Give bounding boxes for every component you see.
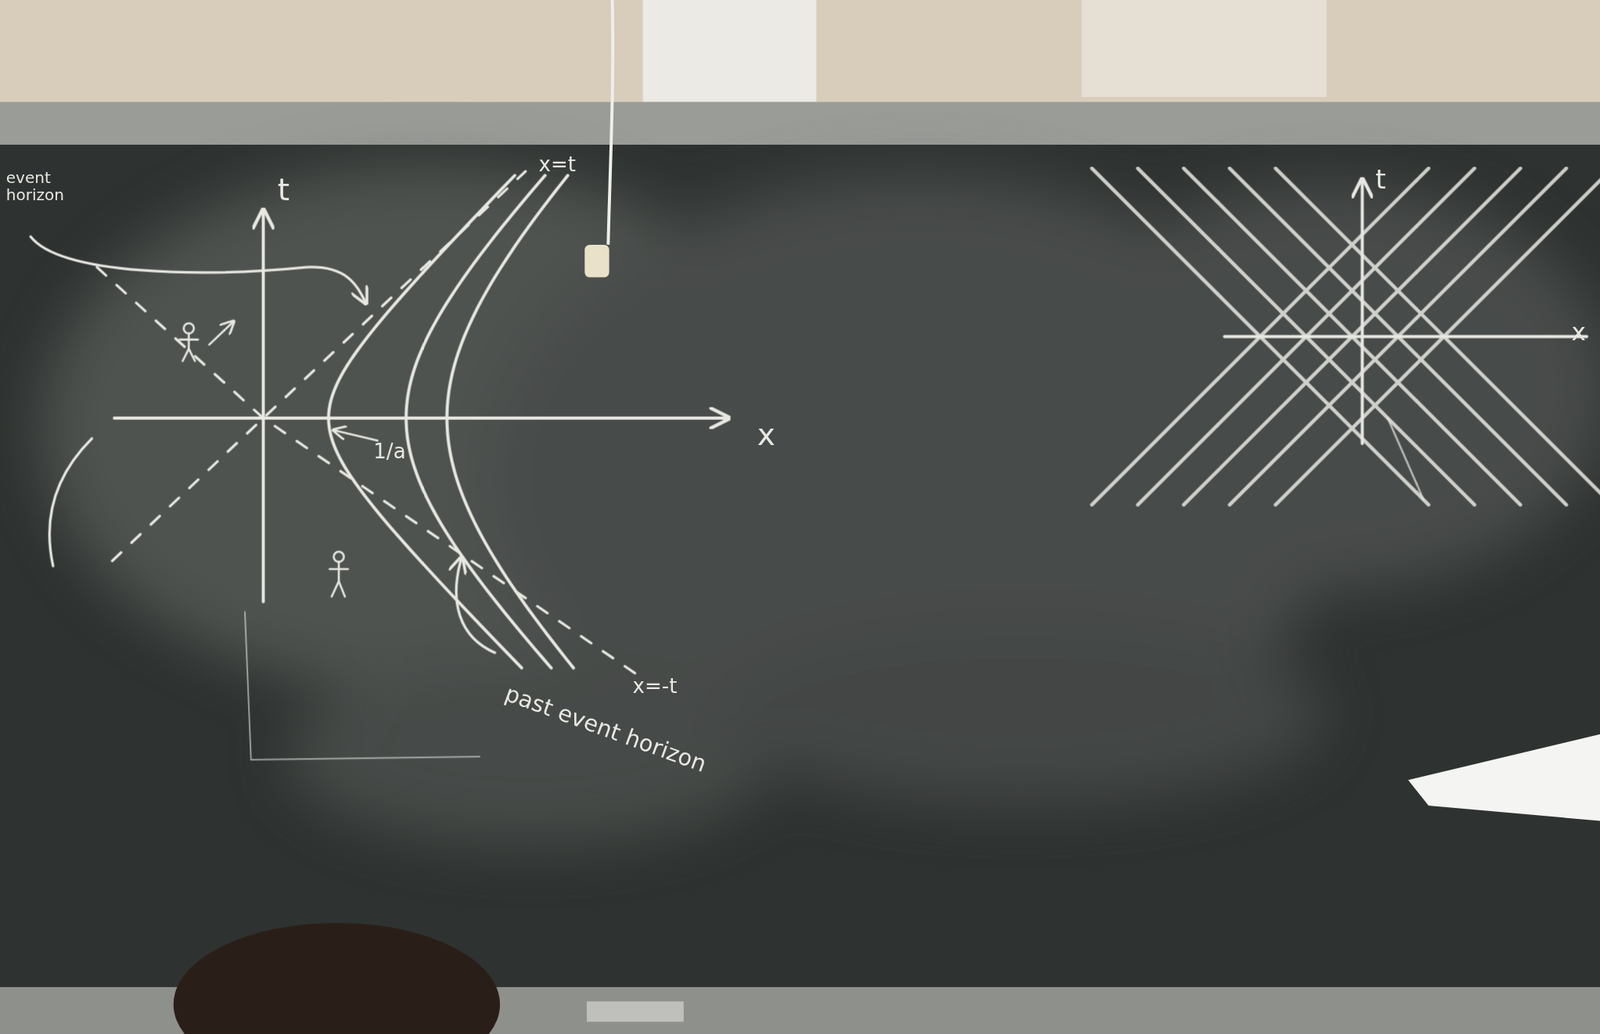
- distance-label: 1/a: [373, 440, 406, 464]
- null-grid: [1092, 168, 1600, 505]
- line-label: x=-t: [632, 675, 678, 698]
- hyperbola: [446, 175, 574, 669]
- microphone-cord: [607, 0, 613, 245]
- hyperbola: [406, 175, 551, 669]
- x-axis: [1224, 334, 1587, 338]
- event-horizon-label: event horizon: [6, 168, 78, 204]
- axis-label: t: [277, 173, 290, 208]
- eraser: [586, 1001, 684, 1022]
- hyperbola: [328, 175, 522, 669]
- chalk-smudge: [40, 163, 1600, 848]
- null-line: [1137, 168, 1475, 505]
- person-head: [173, 923, 500, 1034]
- axis-label: t: [1375, 165, 1386, 195]
- null-line: [1092, 168, 1429, 505]
- axis-label: x: [1571, 318, 1586, 346]
- null-line: [1275, 168, 1600, 505]
- chalk-stroke: [1387, 418, 1424, 500]
- hyperbola-group: [328, 175, 574, 669]
- null-line: [1229, 168, 1567, 505]
- chalk-stroke: [49, 438, 92, 567]
- null-line: [1275, 168, 1600, 505]
- chalk-stroke: [244, 611, 480, 760]
- null-line: [1092, 168, 1429, 505]
- line-label: x=t: [539, 153, 576, 177]
- axis-label: x: [757, 418, 776, 453]
- leader-arrow: [456, 558, 495, 653]
- t-axis: [1360, 181, 1364, 444]
- window-blind: [643, 0, 817, 102]
- null-line: [1183, 168, 1521, 505]
- stick-figure: [179, 322, 234, 362]
- light-cone-line: [97, 267, 638, 676]
- null-line: [1183, 168, 1521, 505]
- paper-sheet: [1408, 734, 1600, 822]
- poster: [1081, 0, 1327, 98]
- board-frame: [0, 101, 1600, 145]
- leader-arrow: [334, 430, 378, 441]
- wall: [0, 0, 1600, 112]
- microphone: [584, 244, 609, 278]
- x-axis: [114, 417, 727, 421]
- null-line: [1137, 168, 1475, 505]
- null-line: [1229, 168, 1567, 505]
- leader-arrow: [30, 236, 366, 302]
- stick-figure: [329, 551, 348, 597]
